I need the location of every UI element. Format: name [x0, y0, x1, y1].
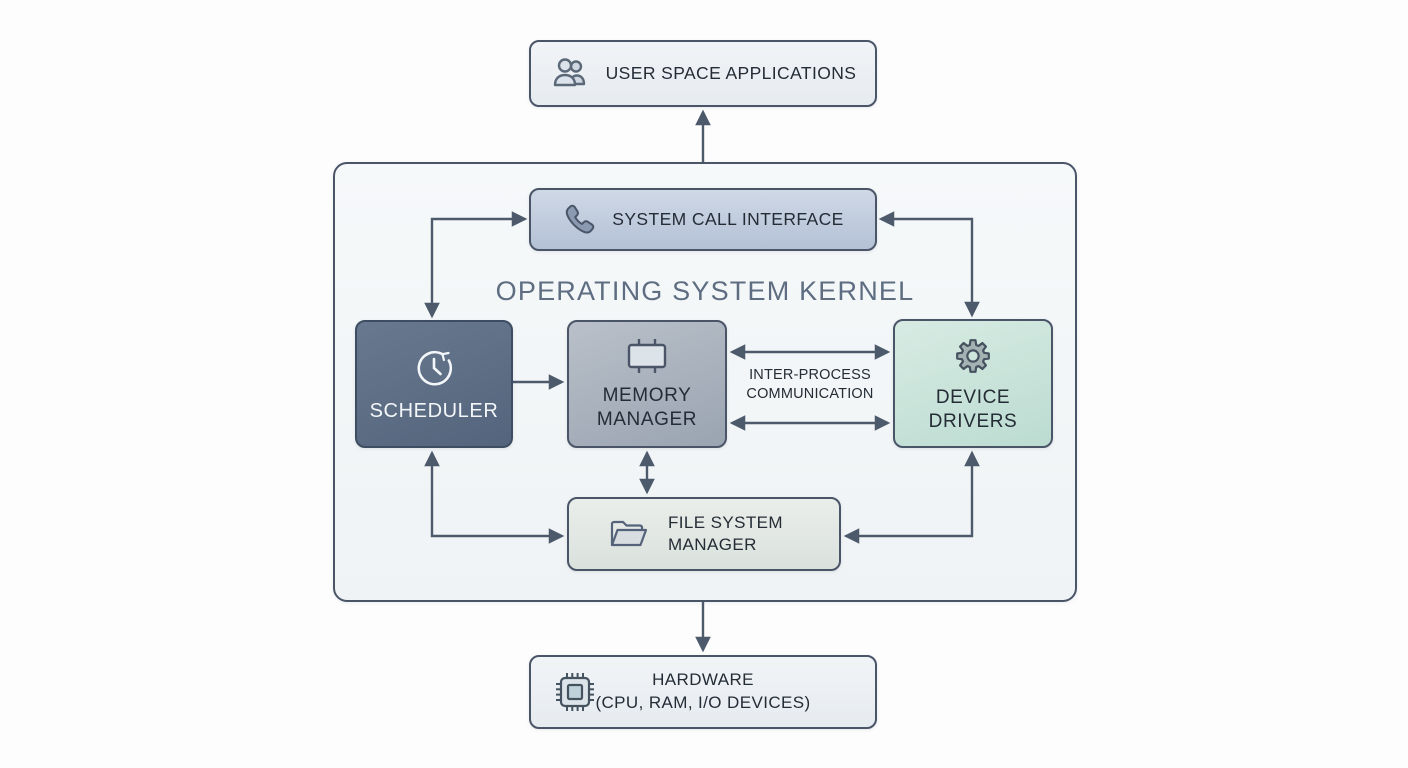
folder-icon: [608, 517, 650, 551]
kernel-title: OPERATING SYSTEM KERNEL: [495, 276, 915, 306]
node-label: MEMORY MANAGER: [596, 385, 698, 430]
node-label: USER SPACE APPLICATIONS: [605, 63, 857, 83]
users-icon: [550, 57, 590, 91]
clock-history-icon: [411, 345, 457, 391]
gear-icon: [950, 333, 996, 379]
node-user-space-applications: USER SPACE APPLICATIONS: [529, 40, 877, 107]
node-system-call-interface: SYSTEM CALL INTERFACE: [529, 188, 877, 251]
node-label: SCHEDULER: [369, 399, 499, 422]
node-label: DEVICE DRIVERS: [928, 387, 1018, 432]
cpu-chip-icon: [553, 670, 597, 714]
node-label: SYSTEM CALL INTERFACE: [612, 209, 844, 229]
hardware-label-line1: HARDWARE: [652, 670, 754, 690]
node-memory-manager: MEMORY MANAGER: [567, 320, 727, 448]
node-label: HARDWARE (CPU, RAM, I/O DEVICES): [531, 669, 875, 715]
node-scheduler: SCHEDULER: [355, 320, 513, 448]
node-file-system-manager: FILE SYSTEM MANAGER: [567, 497, 841, 571]
ipc-edge-label: INTER-PROCESS COMMUNICATION: [746, 367, 874, 402]
node-hardware: HARDWARE (CPU, RAM, I/O DEVICES): [529, 655, 877, 729]
node-device-drivers: DEVICE DRIVERS: [893, 319, 1053, 448]
memory-chip-icon: [623, 336, 671, 376]
phone-icon: [562, 203, 596, 237]
node-label: FILE SYSTEM MANAGER: [668, 512, 783, 554]
hardware-label-line2: (CPU, RAM, I/O DEVICES): [595, 693, 811, 712]
